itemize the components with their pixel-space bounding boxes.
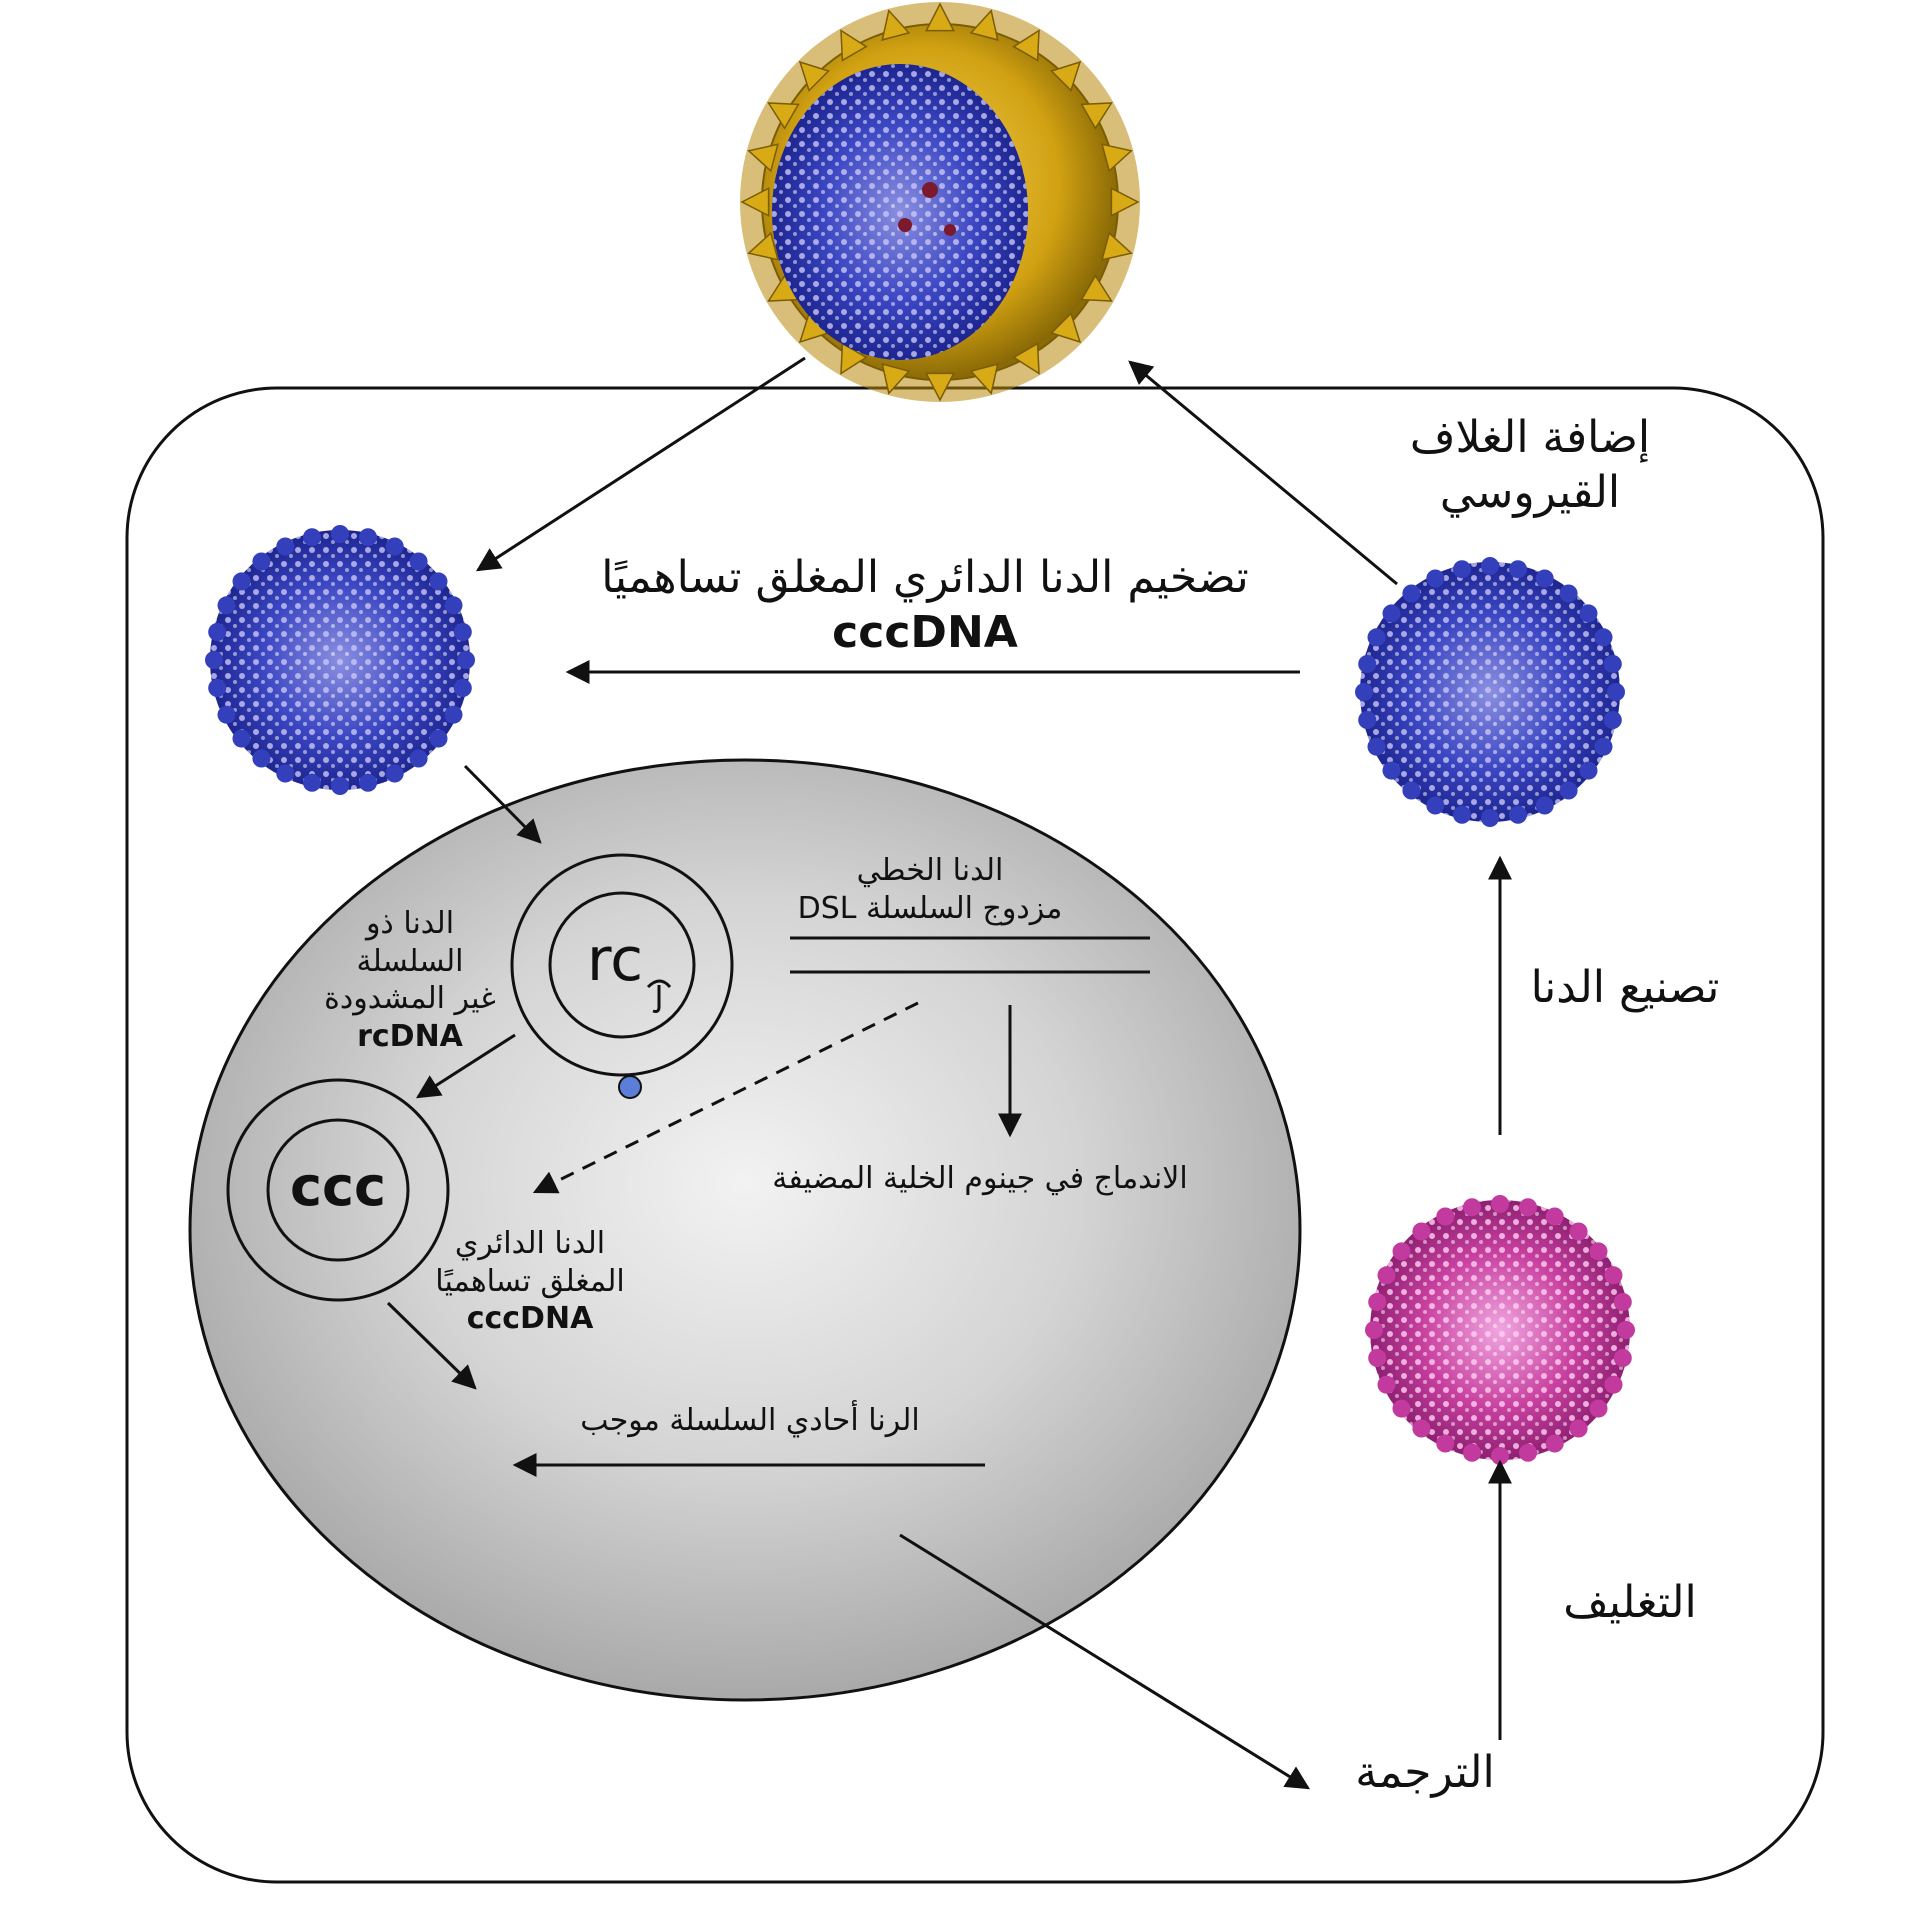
immature-capsid-icon (1365, 1195, 1635, 1465)
arrow-capsid-to-virion (1128, 360, 1398, 586)
capsid-mature-icon (1355, 557, 1625, 827)
encapsidation-label: التغليف (1563, 1577, 1697, 1628)
rcdna-label: الدنا ذو السلسلة غير المشدودة rcDNA (324, 906, 496, 1054)
integration-label: الاندماج في جينوم الخلية المضيفة (772, 1161, 1188, 1196)
enveloped-virion-icon (740, 2, 1140, 402)
ccc-symbol: ccc (289, 1155, 387, 1218)
cccdna-label: الدنا الدائري المغلق تساهميًا cccDNA (435, 1226, 625, 1336)
amplification-abbr: cccDNA (832, 607, 1018, 658)
pgrna-label: الرنا أحادي السلسلة موجب (580, 1403, 920, 1438)
arrow-cccdna-to-rna (386, 1301, 477, 1390)
capsid-entry-icon (205, 525, 475, 795)
cccdna-circles (226, 1078, 450, 1302)
primer-icon (646, 979, 672, 1013)
amplification-label: تضخيم الدنا الدائري المغلق تساهميًا cccD… (560, 550, 1290, 660)
arrow-virion-to-capsid (475, 356, 806, 572)
dna-synthesis-label: تصنيع الدنا (1530, 962, 1720, 1013)
arrow-capsid-to-nucleus (463, 764, 542, 844)
envelopment-label: إضافة الغلاف القيروسي (1409, 412, 1651, 518)
nucleus (188, 758, 1302, 1702)
rcdna-circles (510, 853, 734, 1099)
arrow-rna-to-translation (899, 1533, 1311, 1790)
dsl-label: الدنا الخطي مزدوج السلسلة DSL (797, 853, 1063, 926)
rc-symbol: rc (586, 925, 644, 995)
polymerase-dot-icon (618, 1075, 642, 1099)
translation-label: الترجمة (1355, 1747, 1495, 1798)
arrow-rcdna-to-cccdna (415, 1033, 516, 1099)
